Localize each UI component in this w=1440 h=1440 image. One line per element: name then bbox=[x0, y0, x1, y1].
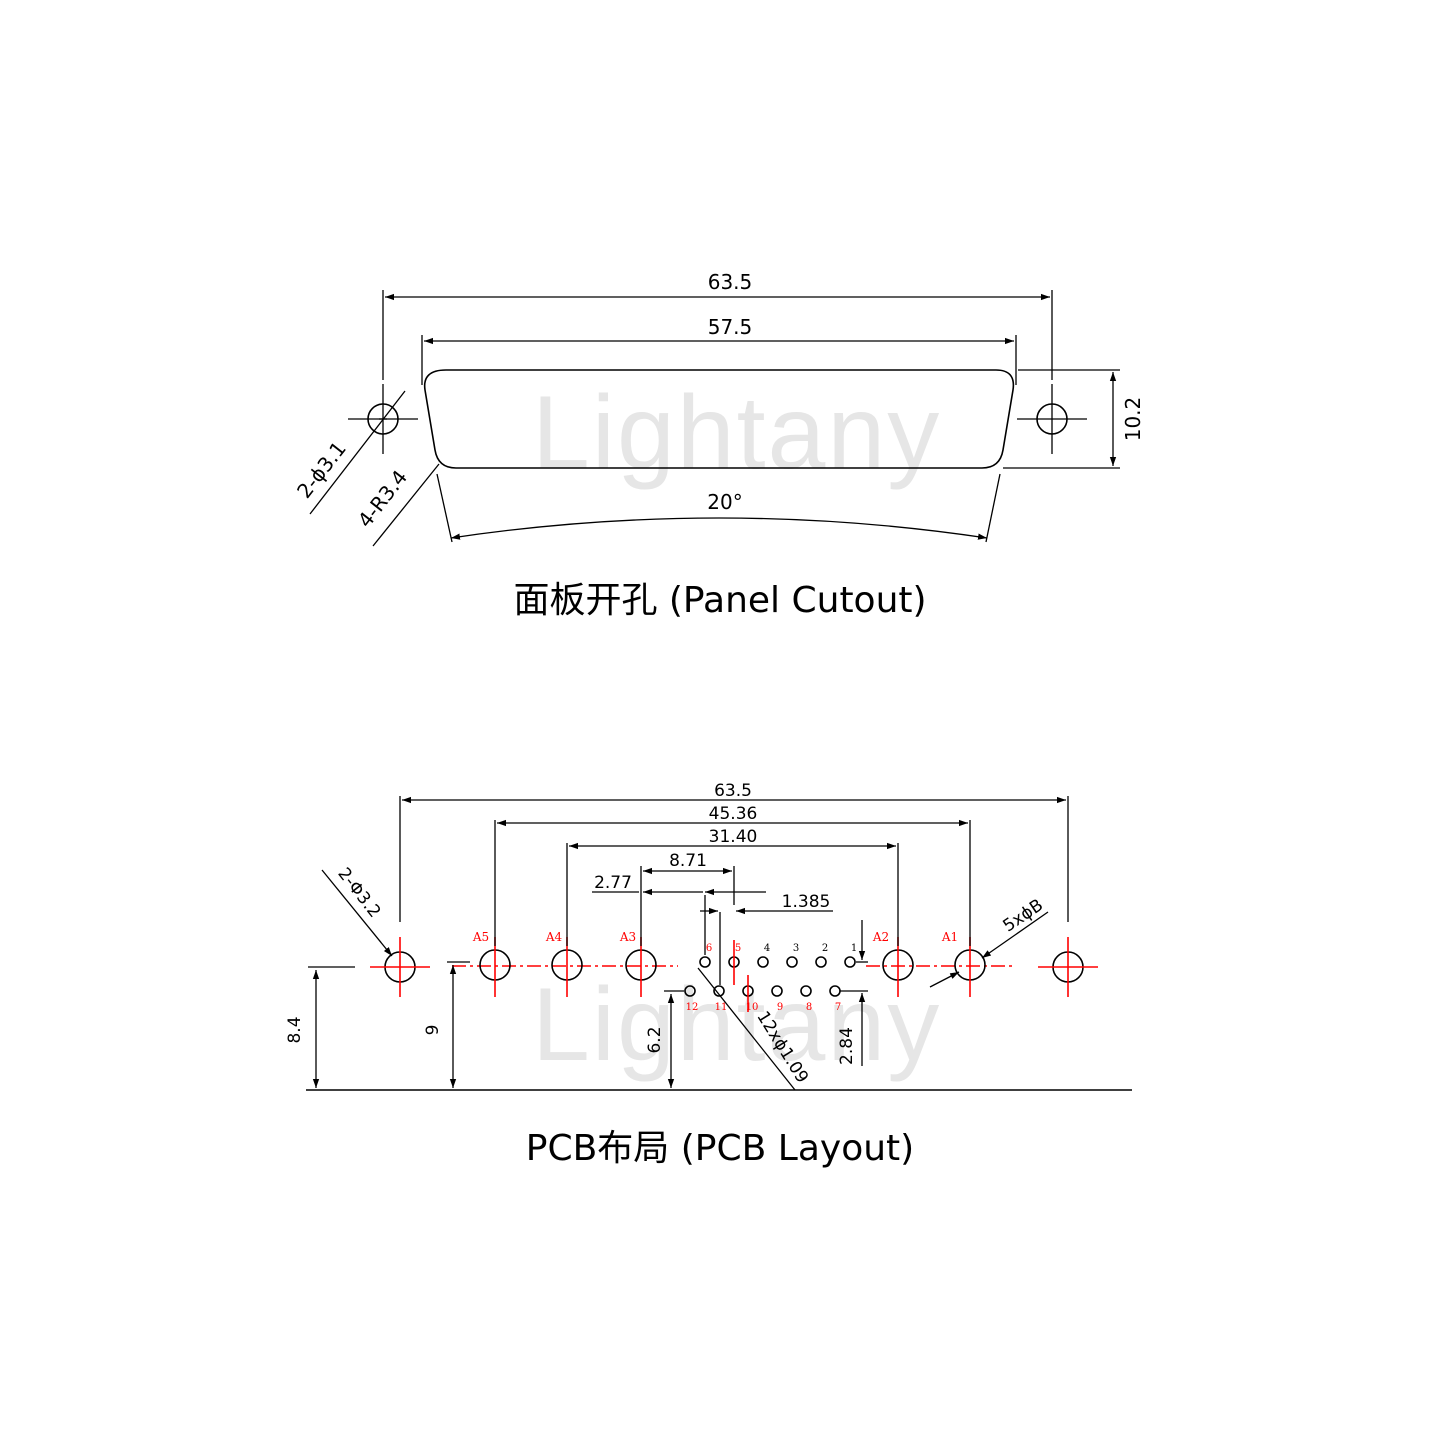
coax-a4 bbox=[551, 937, 583, 997]
dim-inner-label: 57.5 bbox=[708, 315, 753, 339]
pin-label: 8 bbox=[806, 1002, 812, 1013]
coax-a5 bbox=[479, 937, 511, 997]
panel-cutout-view: Lightany 63.5 57.5 10.2 bbox=[292, 270, 1145, 621]
dim-height-label: 10.2 bbox=[1121, 397, 1145, 442]
dim-8-4-label: 8.4 bbox=[285, 1016, 305, 1043]
pcb-layout-view: Lightany bbox=[285, 781, 1132, 1169]
pin-label: 11 bbox=[715, 1002, 728, 1013]
dim-6-2-label: 6.2 bbox=[645, 1026, 665, 1053]
coax-a1 bbox=[954, 937, 986, 997]
watermark-bottom: Lightany bbox=[532, 967, 941, 1083]
d-sub-cutout-outline bbox=[423, 369, 1015, 469]
right-mount-hole bbox=[1017, 384, 1087, 454]
signal-pins-top bbox=[699, 956, 856, 968]
dim-overall-label: 63.5 bbox=[708, 270, 753, 294]
pin-label: 6 bbox=[706, 943, 712, 954]
dim-9-label: 9 bbox=[423, 1025, 443, 1036]
radius-leader bbox=[372, 463, 440, 547]
dim-angle-label: 20° bbox=[707, 490, 742, 514]
angle-ext-line bbox=[436, 473, 453, 543]
left-mount-hole-pcb bbox=[370, 937, 430, 997]
coax-leader-a bbox=[929, 971, 960, 988]
pin-leader bbox=[697, 967, 796, 1091]
coax-label: A5 bbox=[472, 930, 489, 944]
coax-a3 bbox=[625, 937, 657, 997]
dim-coax-label: 5xϕB bbox=[999, 895, 1046, 936]
coax-a2 bbox=[882, 937, 914, 997]
pin-label: 9 bbox=[777, 1002, 783, 1013]
dim-1-385-label: 1.385 bbox=[782, 892, 831, 912]
watermark-top: Lightany bbox=[532, 375, 941, 491]
hole-leader bbox=[309, 390, 406, 515]
hole-leader-pcb bbox=[321, 869, 393, 957]
pcb-layout-caption: PCB布局 (PCB Layout) bbox=[526, 1128, 914, 1169]
pin-label: 10 bbox=[746, 1002, 759, 1013]
coax-label: A2 bbox=[872, 930, 889, 944]
coax-label: A1 bbox=[941, 930, 958, 944]
coax-label: A3 bbox=[619, 930, 636, 944]
dim-holes-label: 2-ϕ3.1 bbox=[292, 437, 351, 503]
dim-a4-a2-label: 31.40 bbox=[709, 827, 758, 847]
pin-label: 5 bbox=[735, 943, 741, 954]
right-mount-hole-pcb bbox=[1038, 937, 1098, 997]
coax-label: A4 bbox=[545, 930, 563, 944]
dim-a5-a1-label: 45.36 bbox=[709, 804, 758, 824]
dim-2-77-label: 2.77 bbox=[594, 873, 632, 893]
coax-leader-b bbox=[981, 911, 1049, 959]
pin-label: 4 bbox=[764, 943, 770, 954]
pin-label: 12 bbox=[686, 1002, 699, 1013]
pin-label: 2 bbox=[822, 943, 828, 954]
pin-label: 3 bbox=[793, 943, 799, 954]
panel-cutout-caption: 面板开孔 (Panel Cutout) bbox=[513, 580, 926, 621]
dim-radius-label: 4-R3.4 bbox=[353, 465, 412, 532]
angle-arc bbox=[450, 517, 988, 540]
pin-label: 1 bbox=[851, 943, 857, 954]
dim-2-84-label: 2.84 bbox=[837, 1027, 857, 1065]
dim-overall-pcb-label: 63.5 bbox=[714, 781, 752, 801]
angle-ext-line bbox=[985, 473, 1001, 543]
dim-8-71-label: 8.71 bbox=[669, 851, 707, 871]
pin-label: 7 bbox=[835, 1002, 841, 1013]
